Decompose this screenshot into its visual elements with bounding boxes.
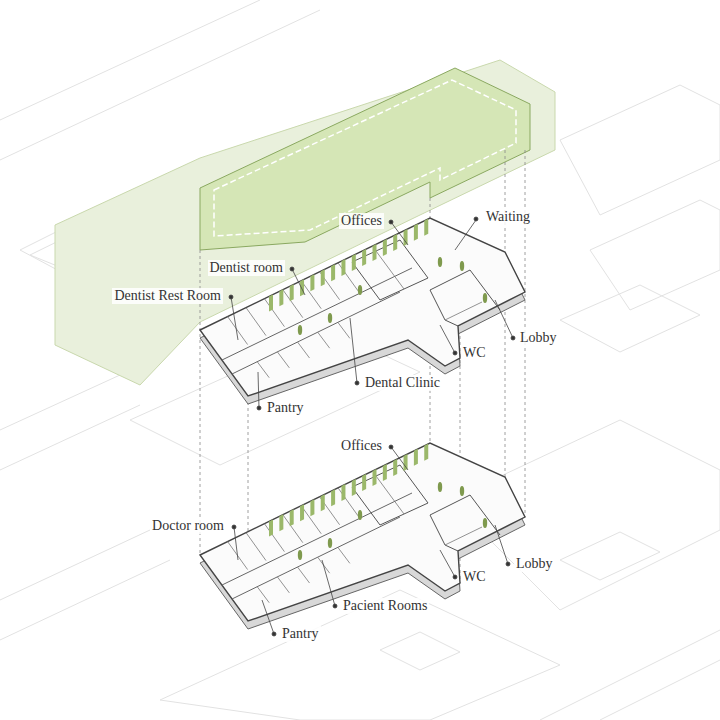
facade-fin	[373, 244, 377, 261]
room-label: Lobby	[514, 556, 555, 572]
facade-fin	[269, 294, 273, 311]
person-figure	[298, 550, 302, 560]
facade-fin	[373, 469, 377, 486]
facade-fin	[279, 514, 283, 531]
projection-lines	[200, 150, 525, 621]
floor-plates	[200, 218, 525, 629]
room-label: Pacient Rooms	[341, 598, 429, 614]
facade-fin	[321, 494, 325, 511]
facade-fin	[310, 274, 314, 291]
facade-fin	[269, 519, 273, 536]
facade-fin	[393, 234, 397, 251]
person-figure	[328, 538, 332, 548]
room-label: Dentist Rest Room	[112, 288, 223, 304]
facade-fin	[290, 284, 294, 301]
floor-plate	[200, 443, 525, 629]
facade-fin	[331, 264, 335, 281]
facade-fin	[352, 479, 356, 496]
room-label: Pantry	[265, 400, 306, 416]
facade-fin	[352, 254, 356, 271]
room-label: Dental Clinic	[363, 375, 442, 391]
facade-fin	[424, 219, 428, 236]
facade-fin	[383, 239, 387, 256]
facade-fin	[310, 499, 314, 516]
facade-fin	[321, 269, 325, 286]
person-figure	[483, 518, 487, 528]
person-figure	[298, 325, 302, 335]
person-figure	[483, 293, 487, 303]
person-figure	[460, 261, 464, 271]
facade-fin	[300, 279, 304, 296]
facade-fin	[290, 509, 294, 526]
facade-fin	[362, 474, 366, 491]
facade-fin	[414, 224, 418, 241]
person-figure	[328, 313, 332, 323]
room-label: Waiting	[484, 209, 532, 225]
facade-fin	[300, 504, 304, 521]
room-label: WC	[461, 569, 488, 585]
facade-fin	[331, 489, 335, 506]
facade-fin	[414, 449, 418, 466]
room-label: Offices	[339, 213, 384, 229]
facade-fin	[393, 459, 397, 476]
facade-fin	[424, 444, 428, 461]
person-figure	[358, 510, 362, 520]
room-label: Doctor room	[150, 518, 226, 534]
facade-fin	[362, 249, 366, 266]
room-label: Lobby	[518, 330, 559, 346]
person-figure	[358, 285, 362, 295]
person-figure	[438, 257, 442, 267]
floor-plate	[200, 218, 525, 404]
facade-fin	[341, 259, 345, 276]
person-figure	[460, 486, 464, 496]
room-label: Dentist room	[208, 260, 286, 276]
room-label: Offices	[339, 438, 384, 454]
room-label: WC	[461, 345, 488, 361]
room-label: Pantry	[280, 626, 321, 642]
leader-lines	[229, 217, 515, 636]
facade-fin	[341, 484, 345, 501]
facade-fin	[279, 289, 283, 306]
facade-fin	[383, 464, 387, 481]
person-figure	[438, 482, 442, 492]
